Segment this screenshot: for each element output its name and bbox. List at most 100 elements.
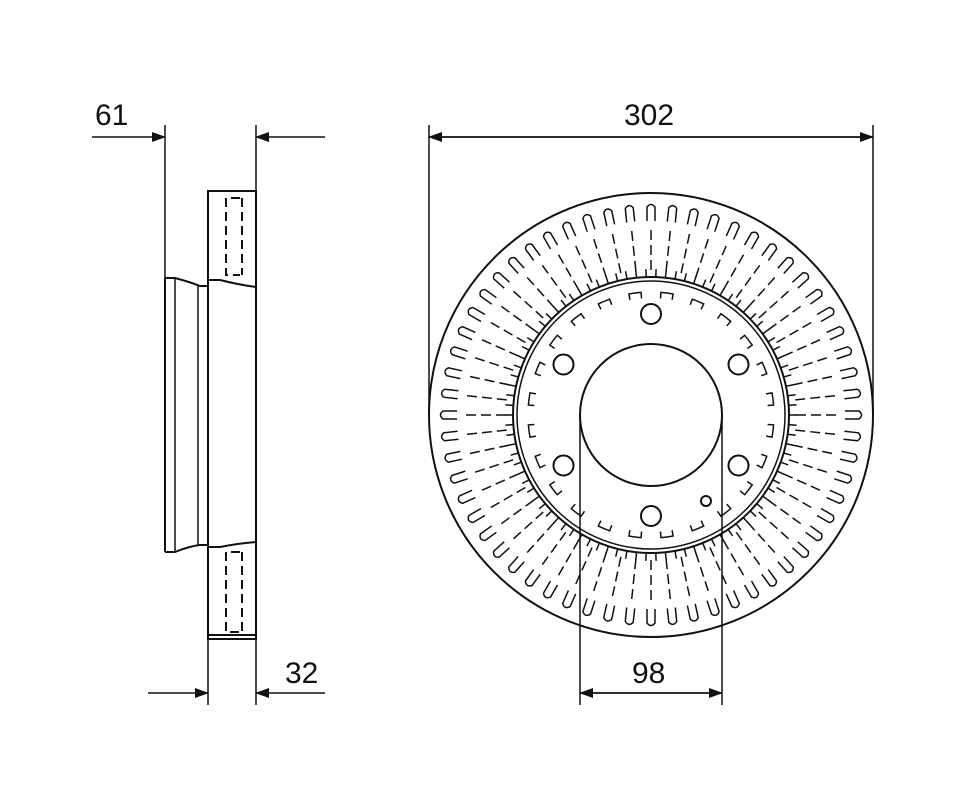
ring-tick [749, 510, 757, 517]
ring-tick [710, 538, 716, 547]
disc-outer-edge [428, 192, 874, 638]
vent-slot-cap [582, 213, 596, 232]
ring-tick [683, 548, 688, 557]
vent-slot-cap [440, 388, 459, 400]
ring-tick [664, 552, 668, 561]
ring-tick [513, 461, 522, 466]
vent-slot-hidden-line [630, 555, 638, 600]
side-view: 61 32 [92, 99, 325, 705]
ring-tick [742, 517, 750, 525]
vent-slot-cap [791, 272, 810, 289]
ring-tick [595, 279, 600, 288]
ring-tick [727, 528, 734, 537]
ring-tick [785, 442, 794, 447]
vent-slot-cap [542, 231, 559, 250]
hidden-vent-inlet [716, 312, 732, 327]
hidden-vent-inlet [689, 520, 705, 532]
ring-tick [624, 271, 628, 280]
vent-slot-cap [646, 609, 656, 627]
vent-slot-cap [603, 603, 616, 622]
bolt-hole [552, 353, 575, 376]
ring-tick [674, 550, 678, 559]
dim-label-thickness: 32 [285, 657, 318, 690]
vent-slot-cap [449, 470, 468, 484]
ring-tick [719, 288, 725, 296]
ring-tick [505, 404, 514, 407]
ring-tick [568, 528, 575, 537]
vent-slot-cap [624, 607, 636, 626]
hat-inner-ring [516, 280, 786, 550]
vent-slot-cap [725, 221, 741, 240]
ring-tick [767, 487, 776, 494]
vent-slot-hidden-line [755, 508, 790, 540]
vent-slot-hidden-line [779, 471, 821, 491]
vent-slot-cap [706, 213, 720, 232]
hidden-vent-inlet [534, 361, 546, 377]
hidden-vent-inlet [739, 480, 754, 496]
vent-slot-cap [666, 204, 678, 223]
vent-slot-hidden-line [481, 471, 523, 491]
vent-slot-hidden-line [575, 245, 595, 287]
vent-slot-hidden-line [469, 375, 514, 387]
vent-slot-hidden-line [720, 254, 745, 294]
ring-tick [605, 275, 610, 285]
vent-slot-cap [816, 306, 835, 323]
vent-slot-hidden-line [474, 357, 518, 373]
ring-tick [532, 495, 540, 502]
vent-slot-hidden-line [784, 357, 828, 373]
vent-slot-hidden-line [764, 305, 802, 333]
vent-slot-cap [479, 525, 497, 542]
vent-slot-cap [666, 607, 678, 626]
ring-tick [674, 271, 678, 280]
vent-slot-hidden-line [512, 508, 547, 540]
vent-slot-hidden-line [693, 238, 709, 282]
dim-label-bore: 98 [632, 657, 665, 690]
locating-hole [700, 495, 712, 507]
ring-tick [762, 328, 770, 335]
hidden-vent-inlet [597, 520, 613, 532]
vent-slot-cap [725, 590, 741, 609]
ring-tick [702, 279, 707, 288]
vent-slot-hidden-line [611, 552, 623, 597]
vent-slot-hidden-line [788, 375, 833, 387]
ring-tick [521, 479, 530, 485]
ring-tick [772, 479, 781, 485]
vent-slot-cap [839, 450, 858, 463]
vent-slot-cap [440, 430, 459, 442]
vent-slot-cap [561, 590, 577, 609]
ring-tick [526, 487, 535, 494]
vent-slot-cap [805, 525, 823, 542]
ring-tick [521, 345, 530, 351]
ring-tick [624, 550, 628, 559]
vent-slot-cap [743, 580, 760, 599]
ring-tick [526, 336, 535, 343]
hidden-vent-inlet [534, 453, 546, 469]
vent-slot-cap [834, 346, 853, 360]
ring-tick [780, 364, 789, 369]
hidden-vent-inlet [765, 423, 775, 438]
vent-slot-hidden-line [611, 233, 623, 278]
vent-slot-hidden-line [474, 457, 518, 473]
vent-slot-hidden-line [791, 394, 836, 402]
vent-slot-hidden-line [779, 339, 821, 359]
vent-slot-cap [805, 288, 823, 305]
vent-slot-cap [467, 306, 486, 323]
vent-slot-hidden-line [526, 276, 558, 311]
vent-slot-cap [467, 507, 486, 524]
vent-slot-hidden-line [707, 245, 727, 287]
hat-bottom-profile [165, 541, 257, 553]
hidden-vent-inlet [628, 291, 643, 301]
vent-slot-hidden-line [664, 230, 672, 275]
ring-tick [513, 364, 522, 369]
ring-tick [510, 452, 519, 456]
ring-tick [664, 269, 668, 278]
dim-label-height: 61 [95, 99, 128, 132]
ring-tick [577, 534, 583, 542]
vent-slot-cap [843, 430, 862, 442]
vent-slot-cap [686, 208, 699, 227]
hidden-vent-inlet [689, 298, 705, 310]
ring-tick [692, 275, 697, 285]
vent-slot-hidden-line [720, 536, 745, 576]
ring-tick [545, 510, 553, 517]
